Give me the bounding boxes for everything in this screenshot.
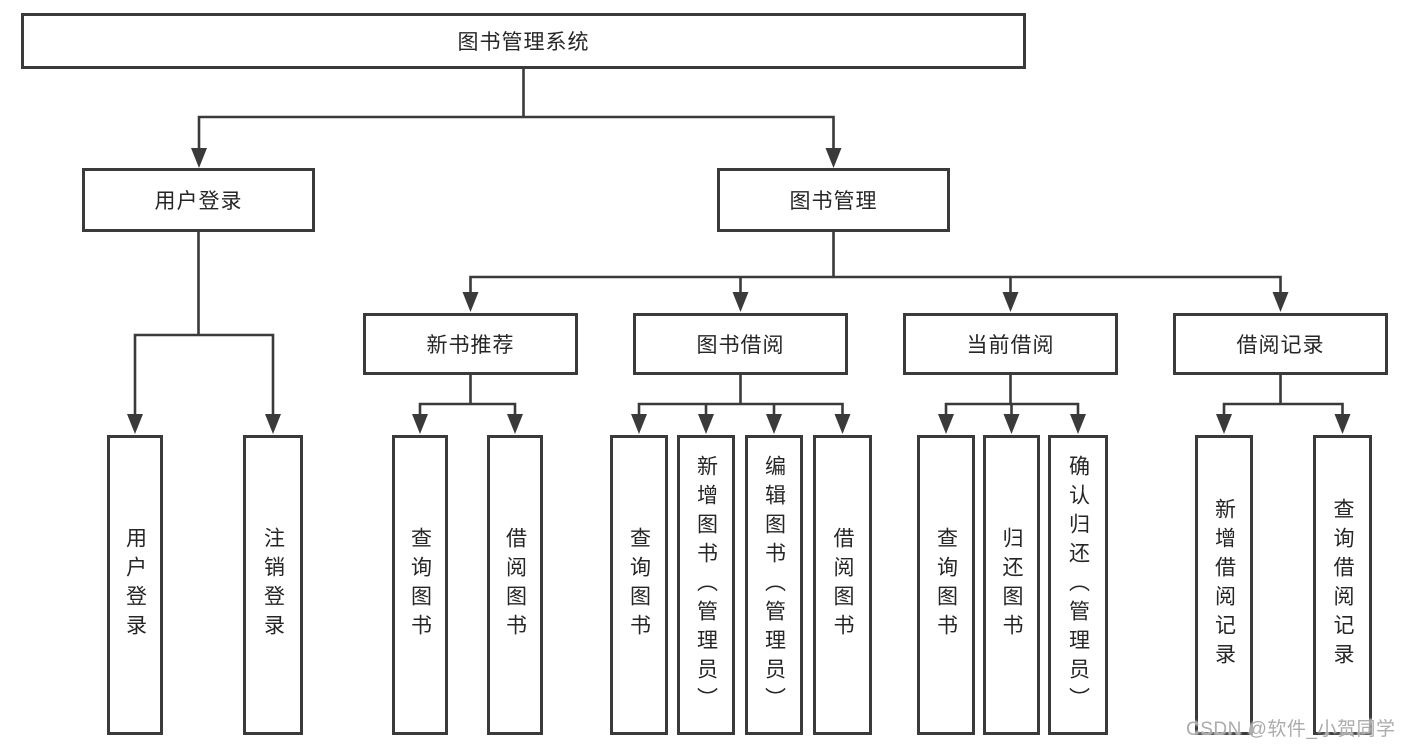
leaf-query-books-borrowing-label: 查询图书 [627, 527, 651, 643]
leaf-return-book: 归还图书 [983, 435, 1040, 735]
leaf-query-books-borrowing: 查询图书 [610, 435, 668, 735]
leaf-borrow-books-recommend: 借阅图书 [487, 435, 543, 735]
leaf-query-books-recommend: 查询图书 [392, 435, 448, 735]
node-book-management-label: 图书管理 [789, 190, 878, 213]
leaf-add-borrow-record: 新增借阅记录 [1195, 435, 1253, 735]
node-borrowing-records-label: 借阅记录 [1236, 334, 1325, 357]
node-book-borrowing: 图书借阅 [633, 313, 848, 375]
leaf-add-book-admin-label: 新增图书（管理员） [694, 454, 718, 716]
leaf-confirm-return-admin: 确认归还（管理员） [1048, 435, 1108, 735]
leaf-query-borrow-record: 查询借阅记录 [1313, 435, 1372, 735]
leaf-add-book-admin: 新增图书（管理员） [677, 435, 735, 735]
node-library-system: 图书管理系统 [21, 13, 1026, 69]
node-borrowing-records: 借阅记录 [1173, 313, 1388, 375]
leaf-logout-label: 注销登录 [261, 527, 285, 643]
leaf-edit-book-admin-label: 编辑图书（管理员） [762, 454, 786, 716]
node-new-book-recommend: 新书推荐 [363, 313, 578, 375]
leaf-user-login: 用户登录 [107, 435, 163, 735]
leaf-query-books-recommend-label: 查询图书 [408, 527, 432, 643]
leaf-query-borrow-record-label: 查询借阅记录 [1331, 498, 1354, 672]
watermark: CSDN @软件_小贺同学 [1186, 719, 1396, 740]
leaf-confirm-return-admin-label: 确认归还（管理员） [1066, 454, 1090, 716]
node-current-borrowing: 当前借阅 [903, 313, 1118, 375]
leaf-query-books-current: 查询图书 [917, 435, 975, 735]
leaf-add-borrow-record-label: 新增借阅记录 [1212, 498, 1236, 672]
node-book-management: 图书管理 [717, 168, 950, 232]
node-current-borrowing-label: 当前借阅 [966, 334, 1055, 357]
leaf-borrow-books-borrowing-label: 借阅图书 [831, 527, 854, 643]
node-user-login: 用户登录 [82, 168, 315, 232]
node-new-book-recommend-label: 新书推荐 [426, 334, 515, 357]
leaf-return-book-label: 归还图书 [1000, 527, 1023, 643]
leaf-borrow-books-recommend-label: 借阅图书 [503, 527, 527, 643]
leaf-borrow-books-borrowing: 借阅图书 [813, 435, 872, 735]
leaf-logout: 注销登录 [243, 435, 303, 735]
leaf-edit-book-admin: 编辑图书（管理员） [745, 435, 803, 735]
node-library-system-label: 图书管理系统 [457, 31, 590, 54]
leaf-user-login-label: 用户登录 [123, 527, 147, 643]
node-book-borrowing-label: 图书借阅 [696, 334, 785, 357]
leaf-query-books-current-label: 查询图书 [934, 527, 958, 643]
node-user-login-label: 用户登录 [154, 190, 243, 213]
